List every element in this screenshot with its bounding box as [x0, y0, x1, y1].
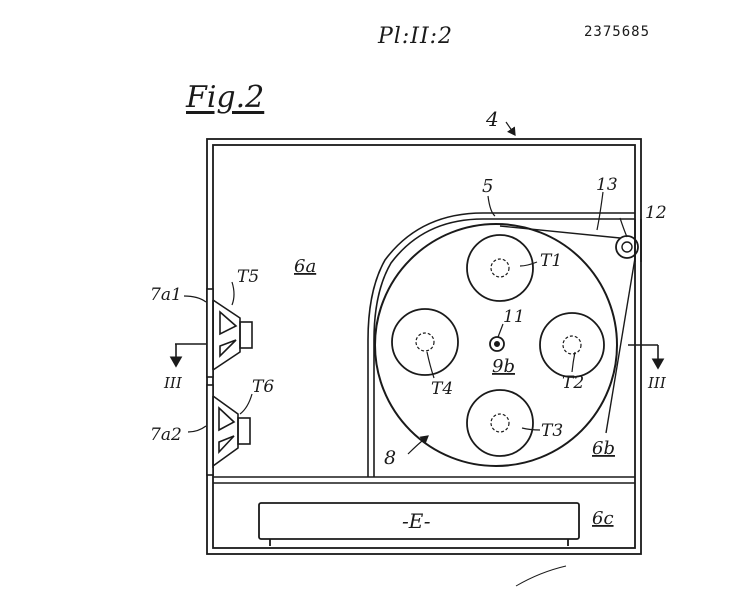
label-section-right: III	[647, 374, 667, 392]
label-pulley: 12	[645, 203, 667, 223]
label-speaker-lower: 7a2	[150, 425, 182, 445]
section-marker-right	[628, 344, 665, 370]
label-transducer-5: T5	[237, 267, 259, 287]
label-section-left: III	[163, 374, 183, 392]
leader-lines	[183, 121, 628, 455]
label-electronics: -E-	[402, 509, 431, 533]
spindle	[489, 336, 505, 352]
label-chamber-upper: 6a	[294, 256, 316, 277]
label-chamber-right: 6b	[592, 438, 615, 459]
pulley-and-belt	[499, 225, 639, 434]
label-drum-center: 9b	[492, 356, 515, 377]
bottom-partition	[213, 476, 635, 484]
speaker-lower	[206, 384, 251, 476]
drum-circle	[374, 223, 618, 467]
label-transducer-2: T2	[562, 373, 584, 393]
section-marker-left	[169, 343, 206, 368]
electronics-module	[258, 502, 580, 546]
drum-transducers	[391, 234, 605, 457]
label-speaker-upper: 7a1	[150, 285, 182, 305]
label-chamber-bottom: 6c	[592, 508, 614, 529]
plate-label: Pl:II:2	[378, 24, 454, 49]
patent-number: 2375685	[584, 24, 651, 40]
label-transducer-3: T3	[541, 421, 563, 441]
housing-walls	[206, 138, 642, 555]
label-belt: 13	[596, 175, 618, 195]
label-drum-wall: 5	[482, 176, 493, 197]
label-transducer-6: T6	[252, 377, 274, 397]
speaker-upper	[206, 288, 253, 378]
figure-label: Fig.2	[186, 80, 265, 115]
label-transducer-4: T4	[431, 379, 453, 399]
label-transducer-1: T1	[540, 251, 562, 271]
label-drum: 8	[384, 447, 396, 469]
label-housing: 4	[485, 107, 499, 131]
stray-pen-mark	[515, 565, 567, 587]
label-spindle: 11	[503, 307, 525, 327]
drum-wall	[367, 212, 484, 477]
